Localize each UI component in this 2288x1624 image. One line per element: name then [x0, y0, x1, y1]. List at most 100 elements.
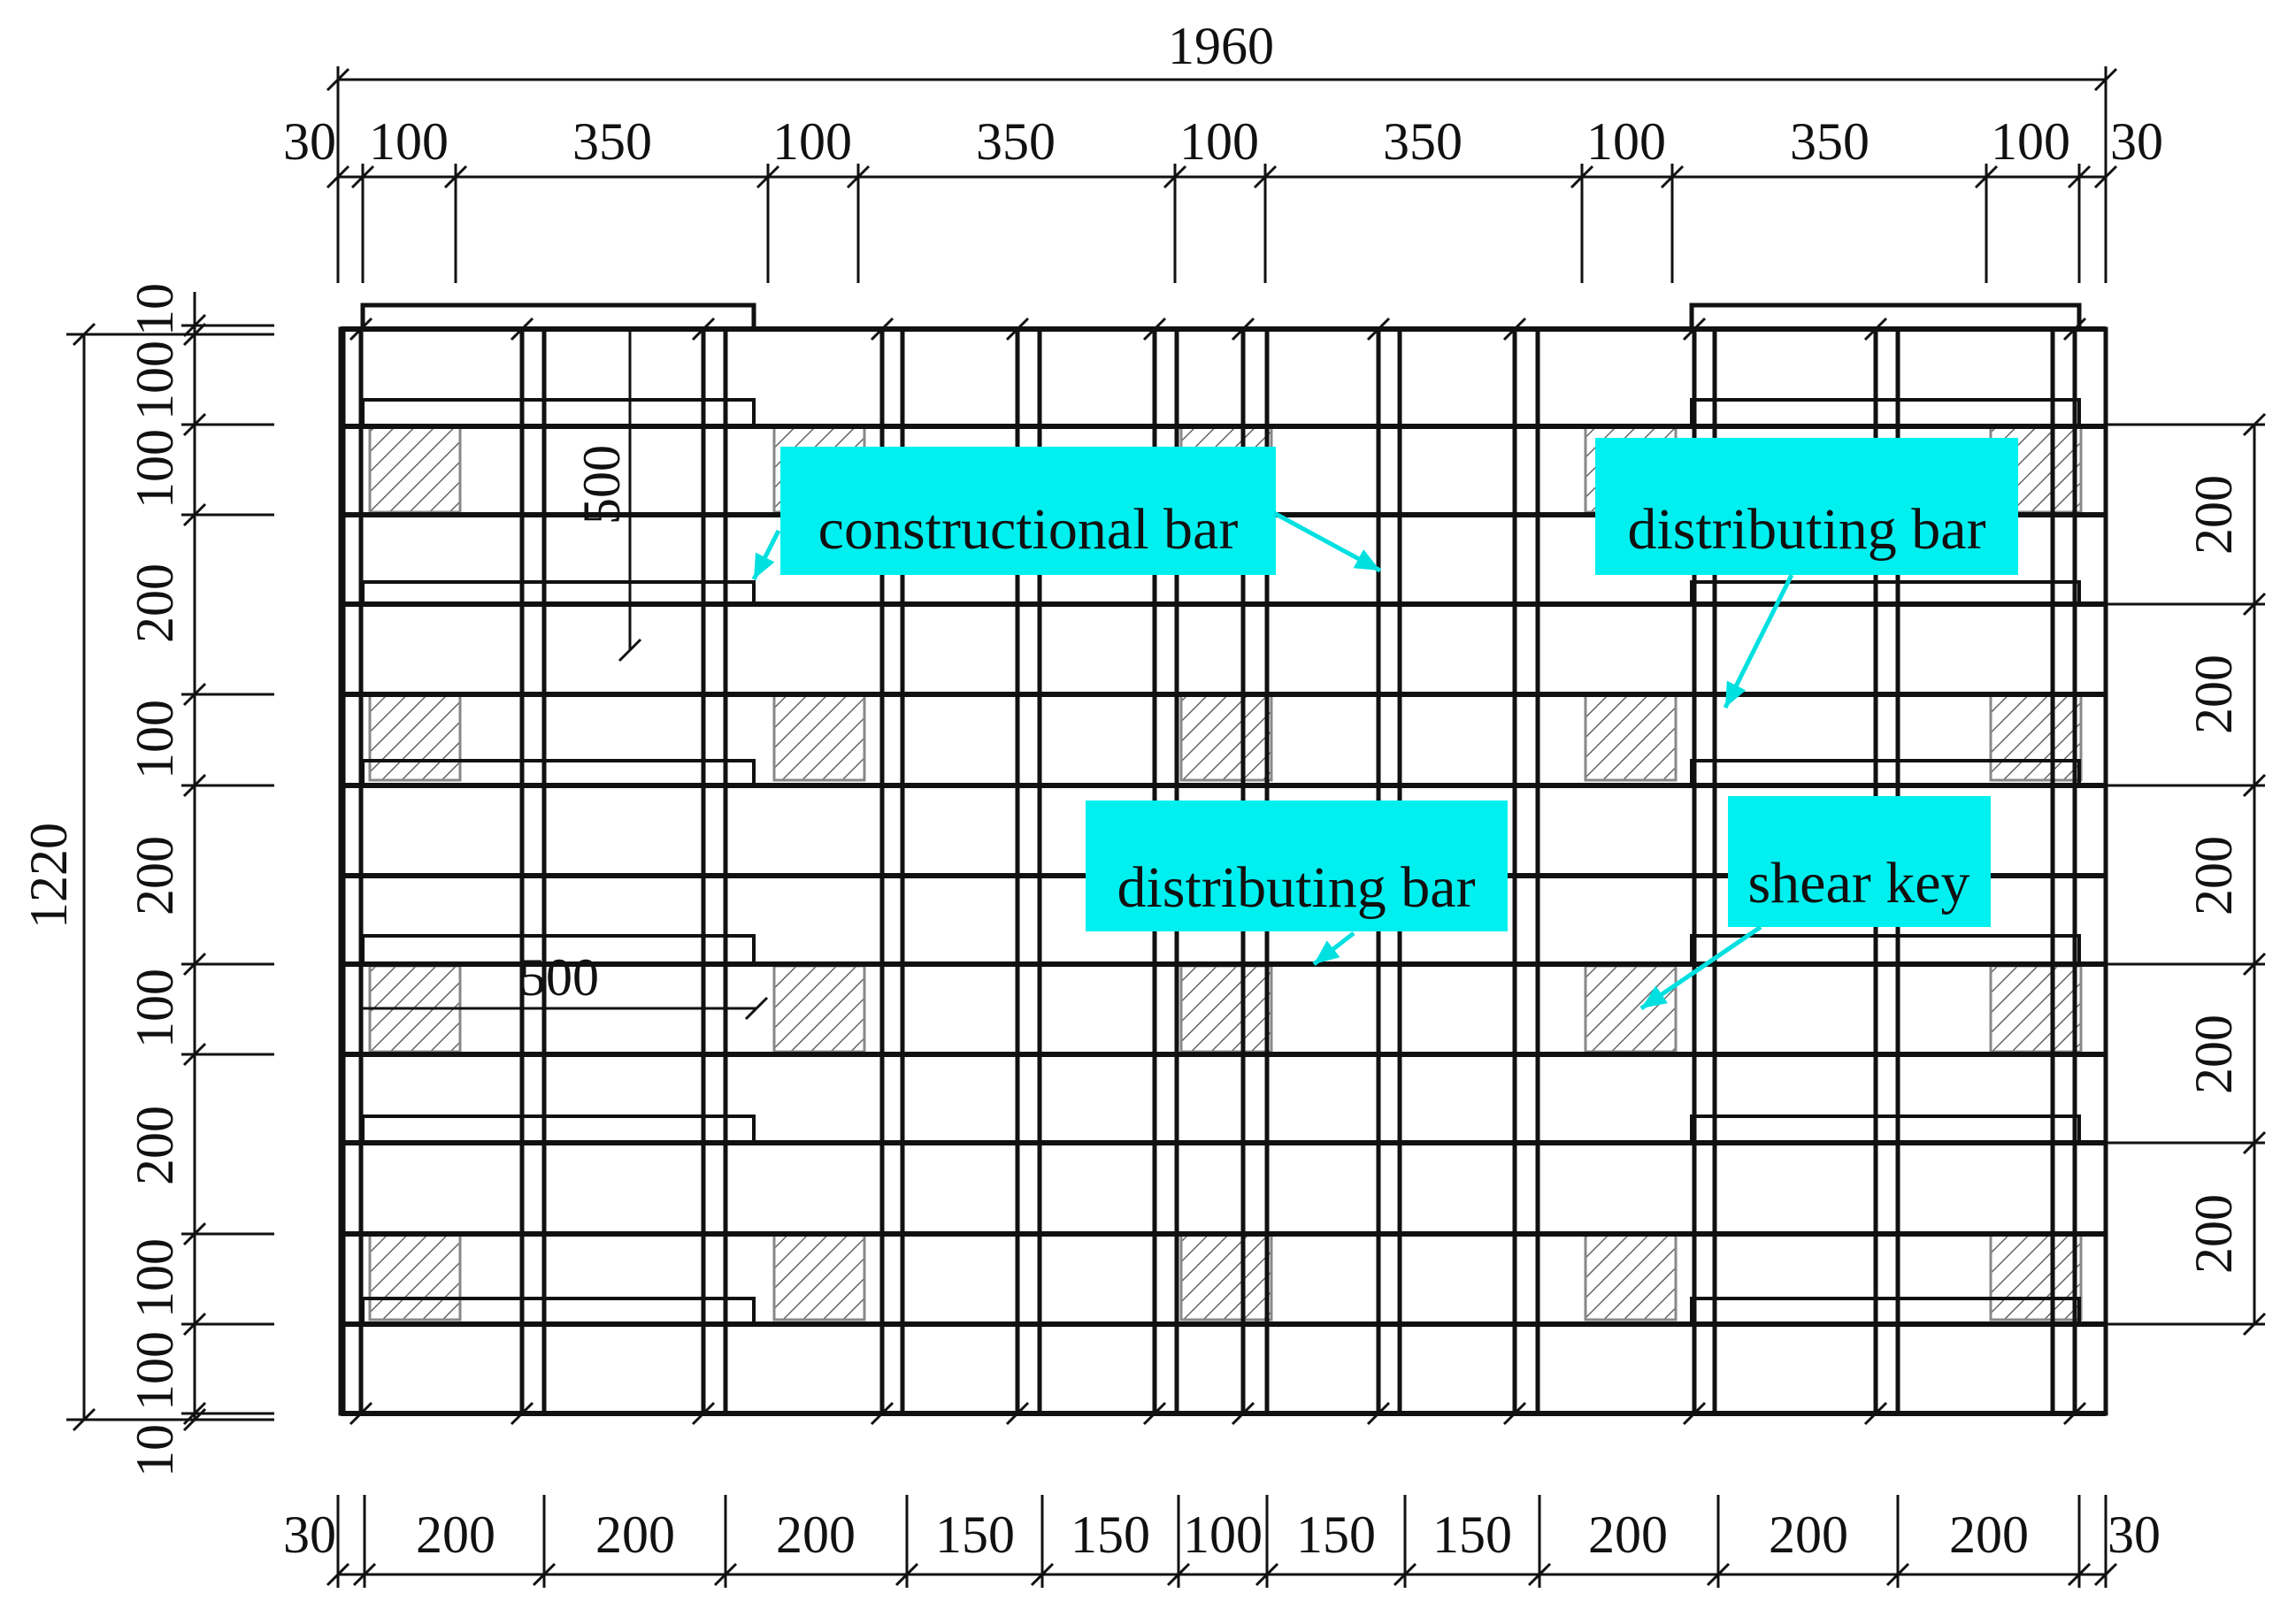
top-dim-tick [1570, 165, 1594, 189]
bar-hook [691, 317, 716, 341]
shear-key [772, 964, 866, 1053]
dim-label-top: 350 [976, 112, 1056, 171]
bar-hook [1502, 1401, 1527, 1426]
bar-hook [2062, 317, 2087, 341]
bar-hook [1682, 1401, 1707, 1426]
left-dim-tick [182, 322, 207, 347]
top-dim-tick [846, 165, 871, 189]
dim-label-bottom: 150 [935, 1505, 1015, 1564]
right-dim-tick [2242, 773, 2267, 798]
dim-label-top: 100 [1991, 112, 2070, 171]
dim-label-bottom: 30 [2108, 1505, 2161, 1564]
callout-distributing-mid-bg [1086, 801, 1508, 931]
right-dim-tick [2242, 952, 2267, 977]
dimension-lines [66, 66, 2267, 1588]
dim-label-bottom: 30 [283, 1505, 336, 1564]
constructional-bar-top [360, 303, 756, 332]
dim-label-left: 10 [126, 1424, 184, 1477]
shear-key [368, 693, 462, 782]
dim-label-right: 200 [2184, 1015, 2243, 1094]
dim-label-bottom: 150 [1071, 1505, 1150, 1564]
top-dim-tick [1163, 165, 1187, 189]
dim-label-right: 200 [2184, 655, 2243, 734]
inner-dim-horizontal: 500 [519, 948, 599, 1007]
dim-label-bottom: 200 [416, 1505, 495, 1564]
top-dim-tick [443, 165, 468, 189]
top-dim-tick [1660, 165, 1685, 189]
left-dim-tick [182, 1312, 207, 1337]
shear-key [1584, 964, 1678, 1053]
dim-label-left: 100 [126, 1331, 184, 1411]
dim-label-left: 200 [126, 563, 184, 643]
bottom-dim-tick [352, 1562, 377, 1587]
dim-label-left: 100 [126, 969, 184, 1048]
dim-label-right: 200 [2184, 475, 2243, 555]
dim-label-bottom: 200 [1769, 1505, 1848, 1564]
shear-key-arrow-head [1641, 985, 1668, 1008]
shear-key [1179, 1232, 1273, 1321]
dim-label-top: 30 [283, 112, 336, 171]
distributing-bar-top-arrow-head [1725, 680, 1747, 708]
shear-key [1179, 693, 1273, 782]
bar-hook [1231, 317, 1255, 341]
bar-hook [1005, 317, 1030, 341]
left-dim-tick [182, 412, 207, 437]
dim-label-bottom: 150 [1296, 1505, 1376, 1564]
constructional-bar-loop [1690, 934, 2081, 966]
shear-key [1989, 964, 2083, 1053]
top-dim-tick [1253, 165, 1278, 189]
inner-dim-tick [744, 996, 769, 1021]
dim-label-bottom: 100 [1183, 1505, 1263, 1564]
constructional-bar-top [1689, 303, 2082, 332]
bar-hook [349, 317, 373, 341]
bottom-dim-tick [1527, 1562, 1552, 1587]
dim-label-left: 100 [126, 700, 184, 779]
callout-constructional-bar: constructional bar [818, 497, 1239, 562]
dim-label-bottom: 200 [1949, 1505, 2029, 1564]
dim-label-left: 100 [126, 341, 184, 420]
bar-hook [1366, 1401, 1391, 1426]
bar-hook [691, 1401, 716, 1426]
callout-distributing-top-bg [1595, 438, 2018, 575]
dim-label-total-height: 1220 [19, 823, 78, 929]
bar-hook [870, 317, 894, 341]
dim-label-bottom: 150 [1432, 1505, 1512, 1564]
bottom-dim-tick [713, 1562, 738, 1587]
bottom-dim-tick [1255, 1562, 1279, 1587]
bar-hook [510, 1401, 534, 1426]
distributing-bar-mid-arrow-head [1314, 940, 1340, 964]
constructional-bar-loop [361, 580, 756, 606]
right-dim-tick [2242, 1130, 2267, 1155]
shear-key [368, 425, 462, 514]
constructional-bar-loop [1690, 398, 2081, 428]
dim-label-top: 100 [1586, 112, 1666, 171]
constructional-bar-loop [361, 934, 756, 966]
bar-hook [870, 1401, 894, 1426]
constructional-bar-loop [361, 1115, 756, 1145]
left-dim-tick [182, 1222, 207, 1246]
dim-label-top: 100 [772, 112, 852, 171]
constructional-bar-loop [361, 398, 756, 428]
dim-label-left: 200 [126, 1106, 184, 1185]
dim-label-left: 10 [126, 283, 184, 336]
bottom-dim-tick [326, 1562, 350, 1587]
inner-dim-tick [618, 638, 642, 663]
bar-hook [1366, 317, 1391, 341]
shear-key [1989, 693, 2083, 782]
top-dim-tick [2093, 165, 2118, 189]
dim-label-right: 200 [2184, 1194, 2243, 1274]
bottom-dim-tick [894, 1562, 919, 1587]
bar-hook [1502, 317, 1527, 341]
bar-hook [1142, 1401, 1167, 1426]
left-dim-tick [182, 682, 207, 707]
slab-outline [338, 326, 2108, 1416]
shear-key [368, 1232, 462, 1321]
dim-label-left: 100 [126, 429, 184, 509]
bar-hook [510, 317, 534, 341]
dim-label-top: 100 [1179, 112, 1259, 171]
dim-label-top: 100 [369, 112, 449, 171]
top-dim-tick [1974, 165, 1999, 189]
bar-hook [1682, 317, 1707, 341]
